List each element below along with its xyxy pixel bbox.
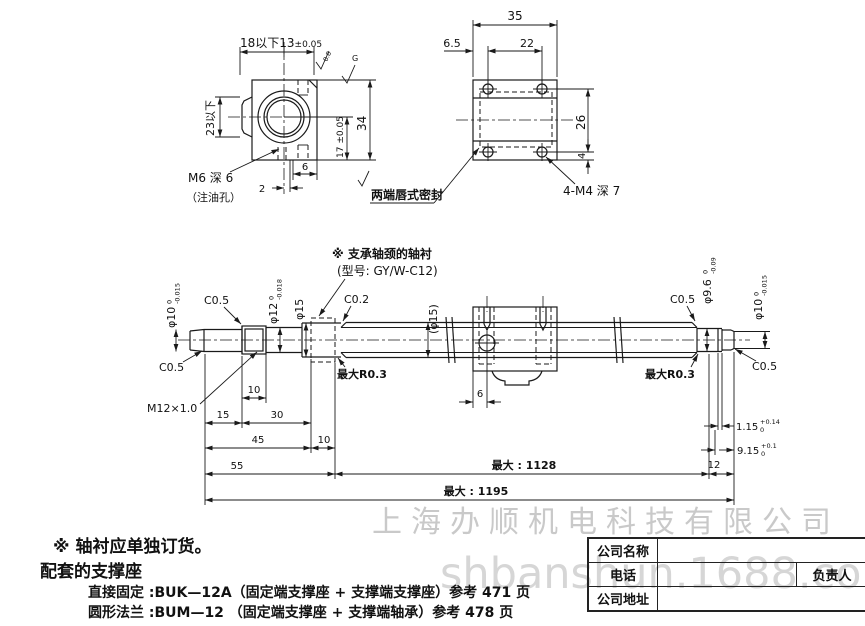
dim-dia10-right: φ10 0 -0.015 [752,275,769,320]
address-value [658,587,865,610]
svg-text:9.15: 9.15 [737,446,759,457]
dim-dia15: φ15 [293,299,306,320]
dim-15: 15 [217,410,230,421]
dim-total-height: 34 [355,116,369,131]
dim-35: 35 [507,9,522,23]
watermark-url: shbanshun.1688.com [440,549,865,599]
svg-text:0: 0 [268,296,276,300]
dim-2: 2 [259,184,265,195]
contact-info-table: 公司名称 电话 负责人 公司地址 [587,537,865,612]
end-view: 18以下13±0.05 0.8 G 23以下 34 17 ±0.05 [186,36,376,204]
svg-text:+0.14: +0.14 [760,418,780,426]
svg-text:φ9.6: φ9.6 [701,279,714,304]
svg-text:φ10: φ10 [165,307,178,328]
address-label: 公司地址 [589,587,658,610]
watermark-company: 上海办顺机电科技有限公司 [372,505,840,540]
company-name-label: 公司名称 [589,539,658,562]
dim-10b: 10 [318,435,331,446]
note-support-heading: 配套的支撑座 [40,562,142,582]
phone-value [658,563,797,586]
support-bushing [310,317,336,363]
svg-text:+0.1: +0.1 [761,442,777,450]
dim-30: 30 [271,410,284,421]
manager-label: 负责人 [812,569,852,584]
label-c05-c: C0.5 [670,293,695,306]
svg-text:-0.09: -0.09 [710,257,718,274]
dim-12: 12 [708,460,721,471]
finish-mark-grade: G [352,54,358,63]
svg-text:-0.015: -0.015 [761,275,769,296]
callout-bushing: ※ 支承轴颈的轴衬 [332,246,432,261]
dim-4: 4 [577,153,588,159]
label-rmax-left: 最大R0.3 [337,367,387,381]
label-m12-thread: M12×1.0 [147,402,197,415]
label-m6-tap: M6 深 6 [188,171,233,185]
dim-center-height: 17 ±0.05 [336,116,346,158]
dim-dia9-6: φ9.6 0 -0.09 [701,257,718,304]
company-name-value [658,539,865,562]
nut-block [472,296,558,408]
dim-dia12: φ12 0 -0.018 [267,279,284,324]
svg-text:φ12: φ12 [267,303,280,324]
label-c05-a: C0.5 [204,294,229,307]
dim-6-5: 6.5 [443,37,461,50]
svg-text:0: 0 [166,300,174,304]
dim-left-height: 23以下 [204,100,217,136]
svg-text:0: 0 [753,292,761,296]
label-4-m4-holes: 4-M4 深 7 [563,184,620,198]
label-c02: C0.2 [344,293,369,306]
dim-10a: 10 [248,385,261,396]
dim-max-1195: 最大 : 1195 [444,484,509,498]
dim-6: 6 [302,162,308,173]
table-row: 电话 负责人 [589,562,865,586]
label-c05-b: C0.5 [159,361,184,374]
callout-bushing-model: (型号: GY/W-C12) [337,264,438,278]
svg-text:-0.018: -0.018 [276,279,284,300]
dim-22: 22 [520,37,534,50]
label-lip-seal: 两端唇式密封 [371,187,443,202]
dim-block-width: 18以下13±0.05 [240,36,322,50]
note-order-separately: ※ 轴衬应单独订货。 [53,537,212,557]
phone-label: 电话 [589,563,658,586]
dim-26: 26 [574,115,588,130]
plate-top-view: 35 6.5 22 26 4 4-M4 深 7 两端唇式密封 [370,9,620,204]
note-round-flange: 圆形法兰 :BUM—12 （固定端支撑座 + 支撑端轴承）参考 478 页 [88,605,514,621]
dim-nut-6: 6 [477,389,483,400]
table-row: 公司地址 [589,586,865,610]
dim-end-9-15: 9.15 +0.1 0 [737,442,777,458]
svg-text:0: 0 [760,426,764,434]
dim-groove-1-15: 1.15 +0.14 0 [736,418,780,434]
svg-text:φ10: φ10 [752,299,765,320]
dim-dia10-left: φ10 0 -0.015 [165,283,182,328]
dim-55: 55 [231,461,244,472]
dim-45: 45 [252,435,265,446]
table-row: 公司名称 [589,539,865,562]
label-c05-d: C0.5 [752,360,777,373]
dim-dia15-ref: (φ15) [427,304,440,334]
dim-max-1128: 最大 : 1128 [492,458,557,472]
svg-text:-0.015: -0.015 [174,283,182,304]
shaft-assembly-view: ※ 支承轴颈的轴衬 (型号: GY/W-C12) φ10 0 -0.015 φ1… [147,246,780,505]
note-direct-mount: 直接固定 :BUK—12A（固定端支撑座 + 支撑端支撑座）参考 471 页 [88,585,531,601]
svg-text:0: 0 [702,270,710,274]
finish-mark-value: 0.8 [322,50,334,63]
label-oil-hole: （注油孔） [186,190,241,204]
label-rmax-right: 最大R0.3 [645,367,695,381]
svg-text:1.15: 1.15 [736,422,758,433]
svg-text:0: 0 [761,450,765,458]
